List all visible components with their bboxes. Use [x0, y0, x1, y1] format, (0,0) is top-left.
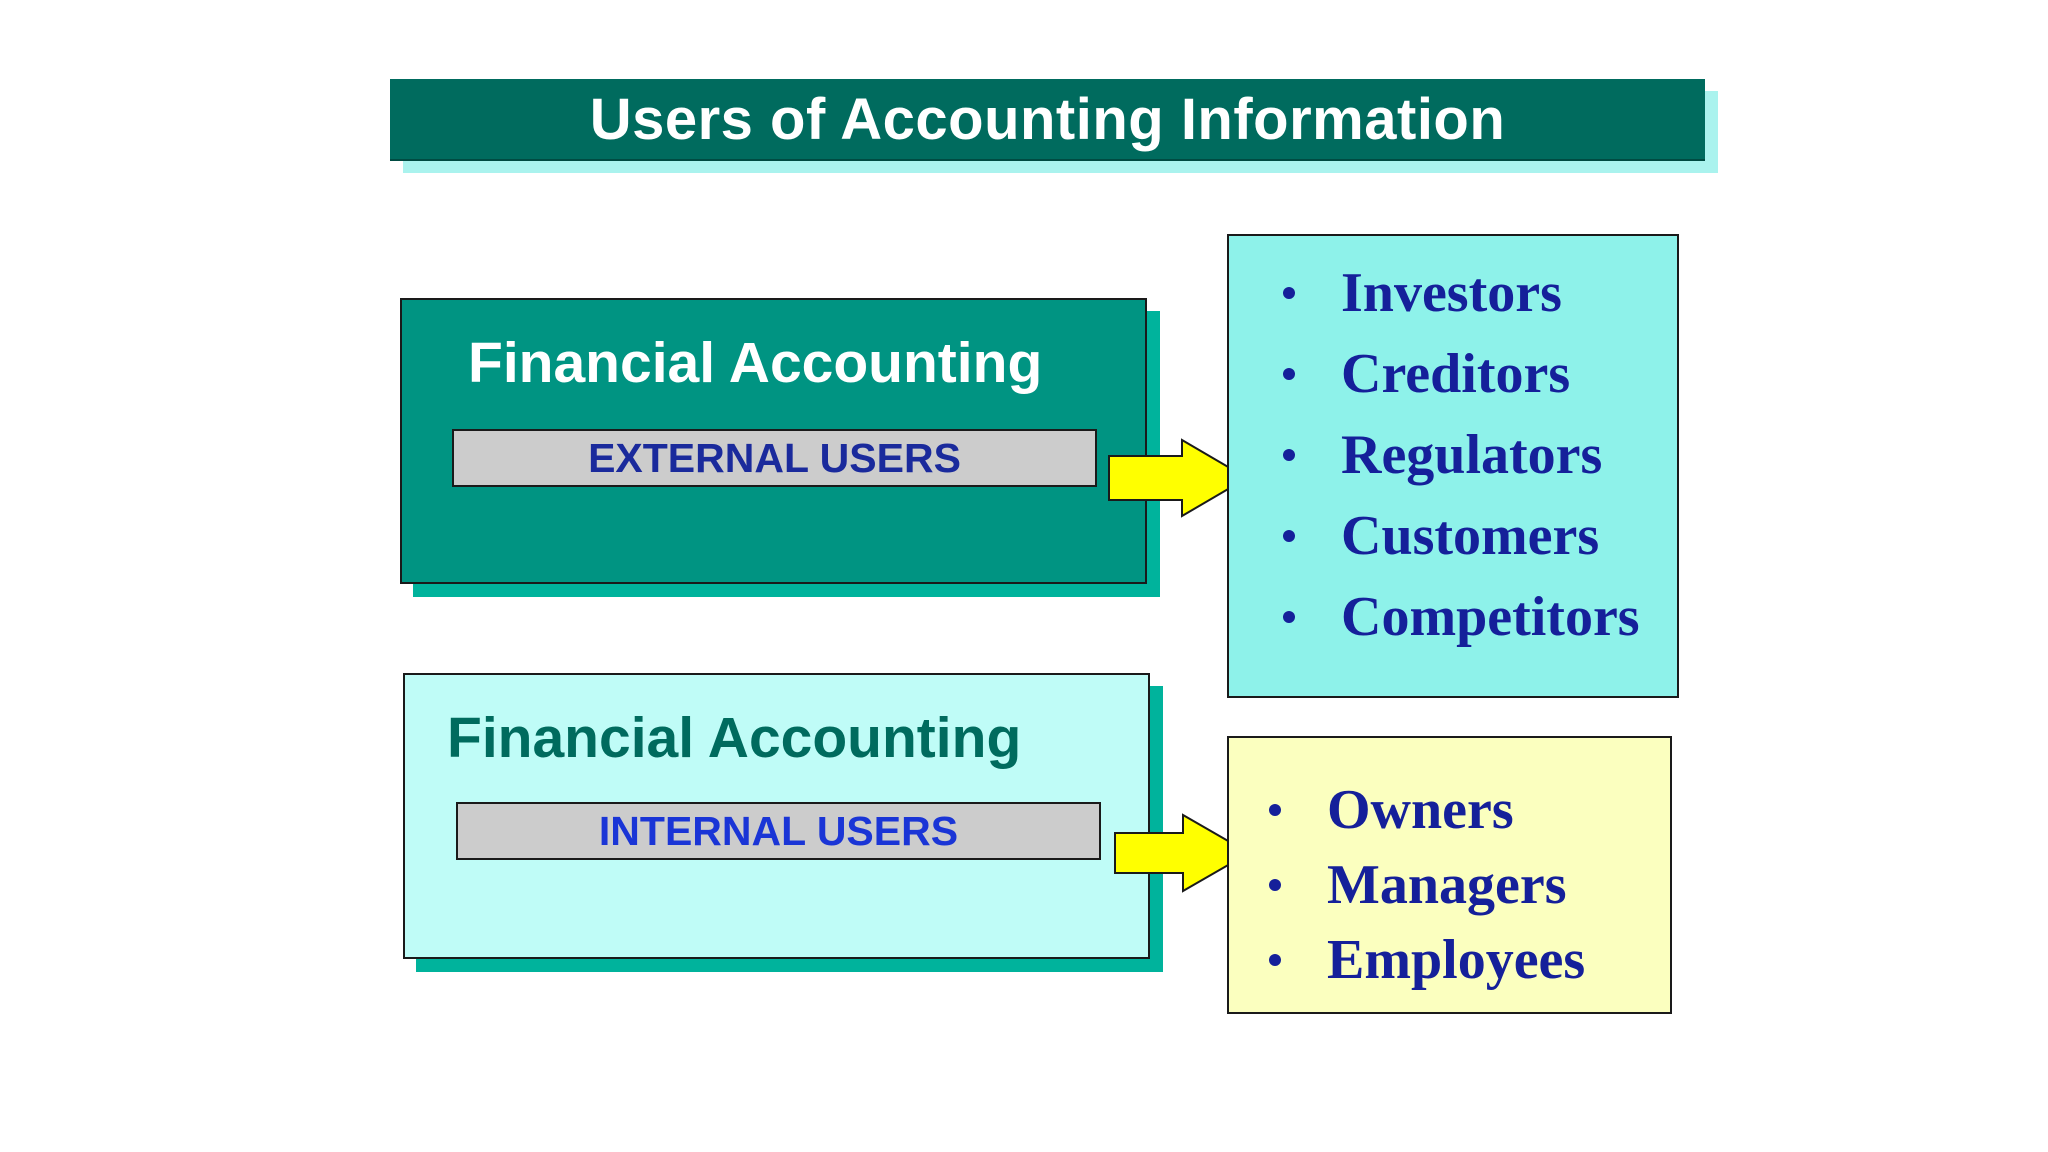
list-item-label: Employees	[1327, 928, 1586, 991]
internal-users-label: INTERNAL USERS	[456, 802, 1101, 860]
internal-arrow-icon	[1114, 813, 1251, 893]
bullet-icon	[1283, 367, 1295, 380]
external-users-list-box: Investors Creditors Regulators Customers…	[1227, 234, 1679, 698]
external-panel-heading: Financial Accounting	[468, 331, 1043, 395]
bullet-icon	[1283, 448, 1295, 461]
bullet-icon	[1269, 803, 1281, 816]
list-item: Owners	[1269, 772, 1585, 847]
external-users-label: EXTERNAL USERS	[452, 429, 1097, 487]
list-item: Managers	[1269, 847, 1585, 922]
list-item-label: Investors	[1341, 261, 1562, 324]
list-item: Employees	[1269, 922, 1585, 997]
bullet-icon	[1283, 286, 1295, 299]
list-item-label: Creditors	[1341, 342, 1571, 405]
list-item-label: Managers	[1327, 853, 1567, 916]
list-item: Creditors	[1283, 333, 1640, 414]
list-item: Regulators	[1283, 414, 1640, 495]
list-item: Customers	[1283, 495, 1640, 576]
list-item-label: Customers	[1341, 504, 1600, 567]
internal-users-panel: Financial Accounting INTERNAL USERS	[403, 673, 1150, 959]
bullet-icon	[1283, 610, 1295, 623]
list-item: Investors	[1283, 252, 1640, 333]
internal-users-list: Owners Managers Employees	[1269, 772, 1585, 997]
bullet-icon	[1269, 953, 1281, 966]
slide-title: Users of Accounting Information	[589, 86, 1506, 152]
external-arrow-icon	[1108, 438, 1249, 518]
list-item-label: Competitors	[1341, 585, 1640, 648]
external-users-panel: Financial Accounting EXTERNAL USERS	[400, 298, 1147, 584]
list-item-label: Regulators	[1341, 423, 1603, 486]
external-users-list: Investors Creditors Regulators Customers…	[1283, 252, 1640, 657]
internal-users-list-box: Owners Managers Employees	[1227, 736, 1672, 1014]
bullet-icon	[1283, 529, 1295, 542]
list-item-label: Owners	[1327, 778, 1514, 841]
bullet-icon	[1269, 878, 1281, 891]
list-item: Competitors	[1283, 576, 1640, 657]
title-banner: Users of Accounting Information	[390, 79, 1705, 161]
internal-panel-heading: Financial Accounting	[447, 706, 1022, 770]
